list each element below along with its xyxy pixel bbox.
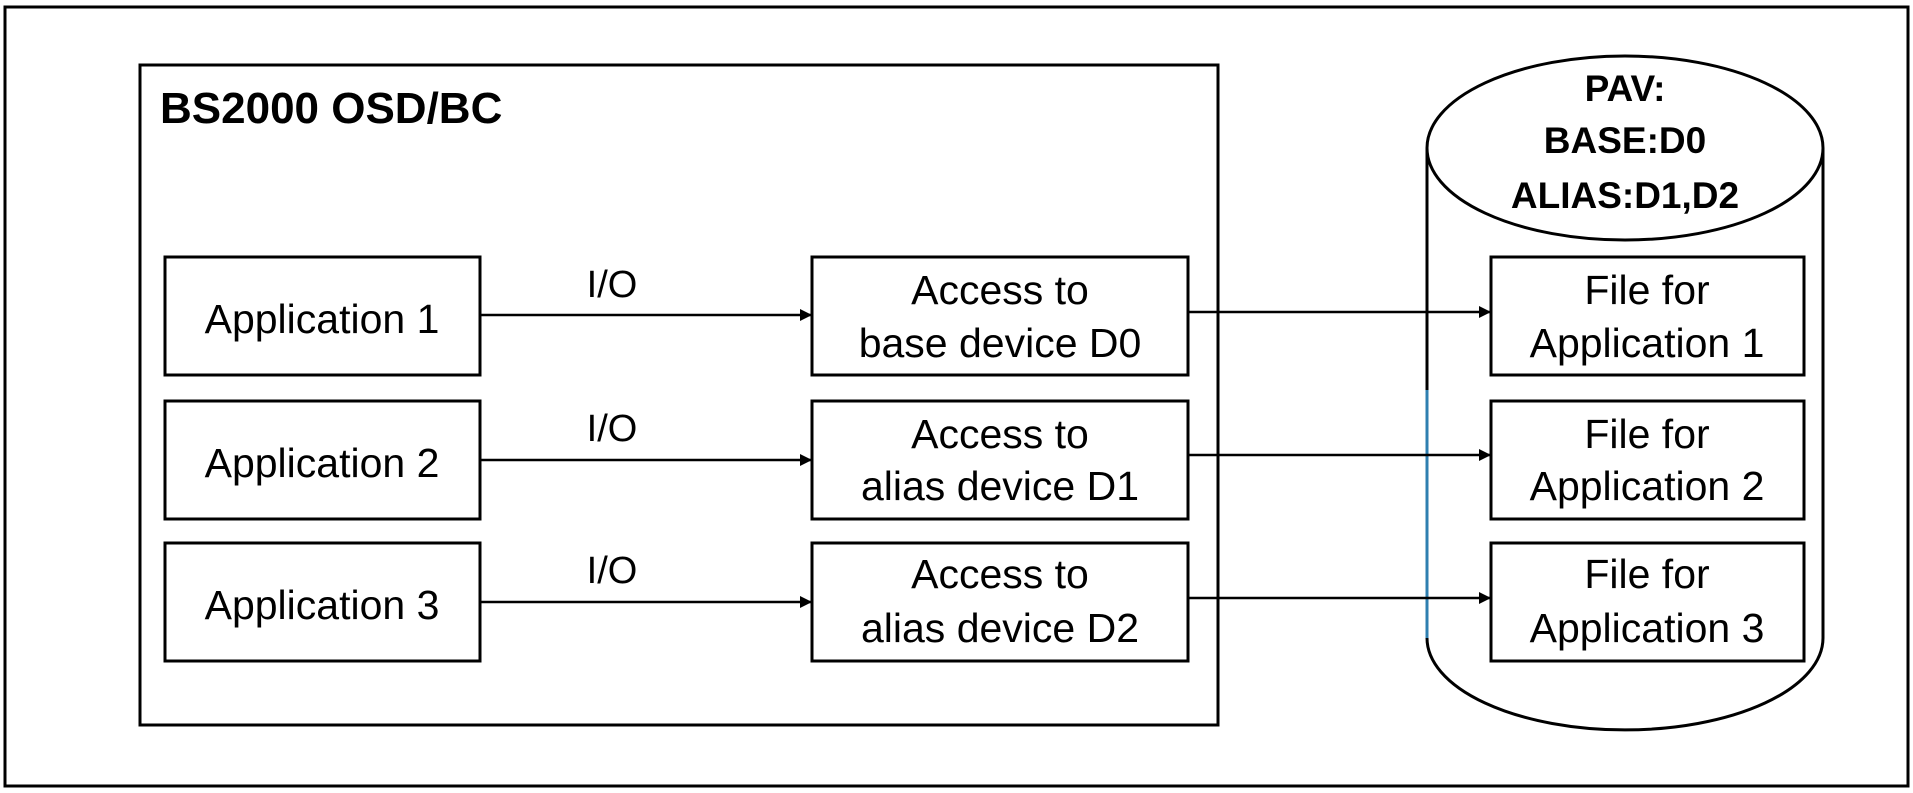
- outer-frame: [3, 5, 1910, 788]
- file-box: File for Application 3: [1489, 541, 1806, 663]
- access-line2: alias device D1: [861, 463, 1139, 509]
- access-line1: Access to: [911, 551, 1089, 597]
- application-label: Application 3: [205, 582, 440, 628]
- bs2000-container: [138, 63, 1220, 727]
- pav-title: PAV:: [1585, 68, 1666, 109]
- access-box: Access to alias device D1: [810, 399, 1190, 521]
- application-box-frame: [163, 255, 482, 377]
- access-line2: base device D0: [859, 320, 1142, 366]
- access-line1: Access to: [911, 411, 1089, 457]
- application-box: Application 2: [163, 399, 482, 521]
- io-label: I/O: [587, 550, 638, 592]
- file-line2: Application 1: [1530, 320, 1765, 366]
- io-label: I/O: [587, 408, 638, 450]
- bs2000-title: BS2000 OSD/BC: [160, 84, 502, 133]
- file-line1: File for: [1584, 551, 1709, 597]
- access-box-frame: [810, 255, 1190, 377]
- access-box: Access to base device D0: [810, 255, 1190, 377]
- application-box-frame: [163, 541, 482, 663]
- file-box-frame: [1489, 255, 1806, 377]
- application-label: Application 1: [205, 296, 440, 342]
- file-line1: File for: [1584, 411, 1709, 457]
- io-label: I/O: [587, 264, 638, 306]
- access-box-frame: [810, 399, 1190, 521]
- application-box: Application 1: [163, 255, 482, 377]
- application-label: Application 2: [205, 440, 440, 486]
- file-box: File for Application 2: [1489, 399, 1806, 521]
- pav-alias: ALIAS:D1,D2: [1511, 175, 1739, 216]
- application-box: Application 3: [163, 541, 482, 663]
- file-line2: Application 2: [1530, 463, 1765, 509]
- file-line1: File for: [1584, 267, 1709, 313]
- file-line2: Application 3: [1530, 605, 1765, 651]
- application-box-frame: [163, 399, 482, 521]
- access-box-frame: [810, 541, 1190, 663]
- file-box-frame: [1489, 399, 1806, 521]
- access-box: Access to alias device D2: [810, 541, 1190, 663]
- access-line2: alias device D2: [861, 605, 1139, 651]
- file-box: File for Application 1: [1489, 255, 1806, 377]
- access-line1: Access to: [911, 267, 1089, 313]
- cylinder-top: [1425, 54, 1825, 242]
- pav-base: BASE:D0: [1544, 120, 1706, 161]
- file-box-frame: [1489, 541, 1806, 663]
